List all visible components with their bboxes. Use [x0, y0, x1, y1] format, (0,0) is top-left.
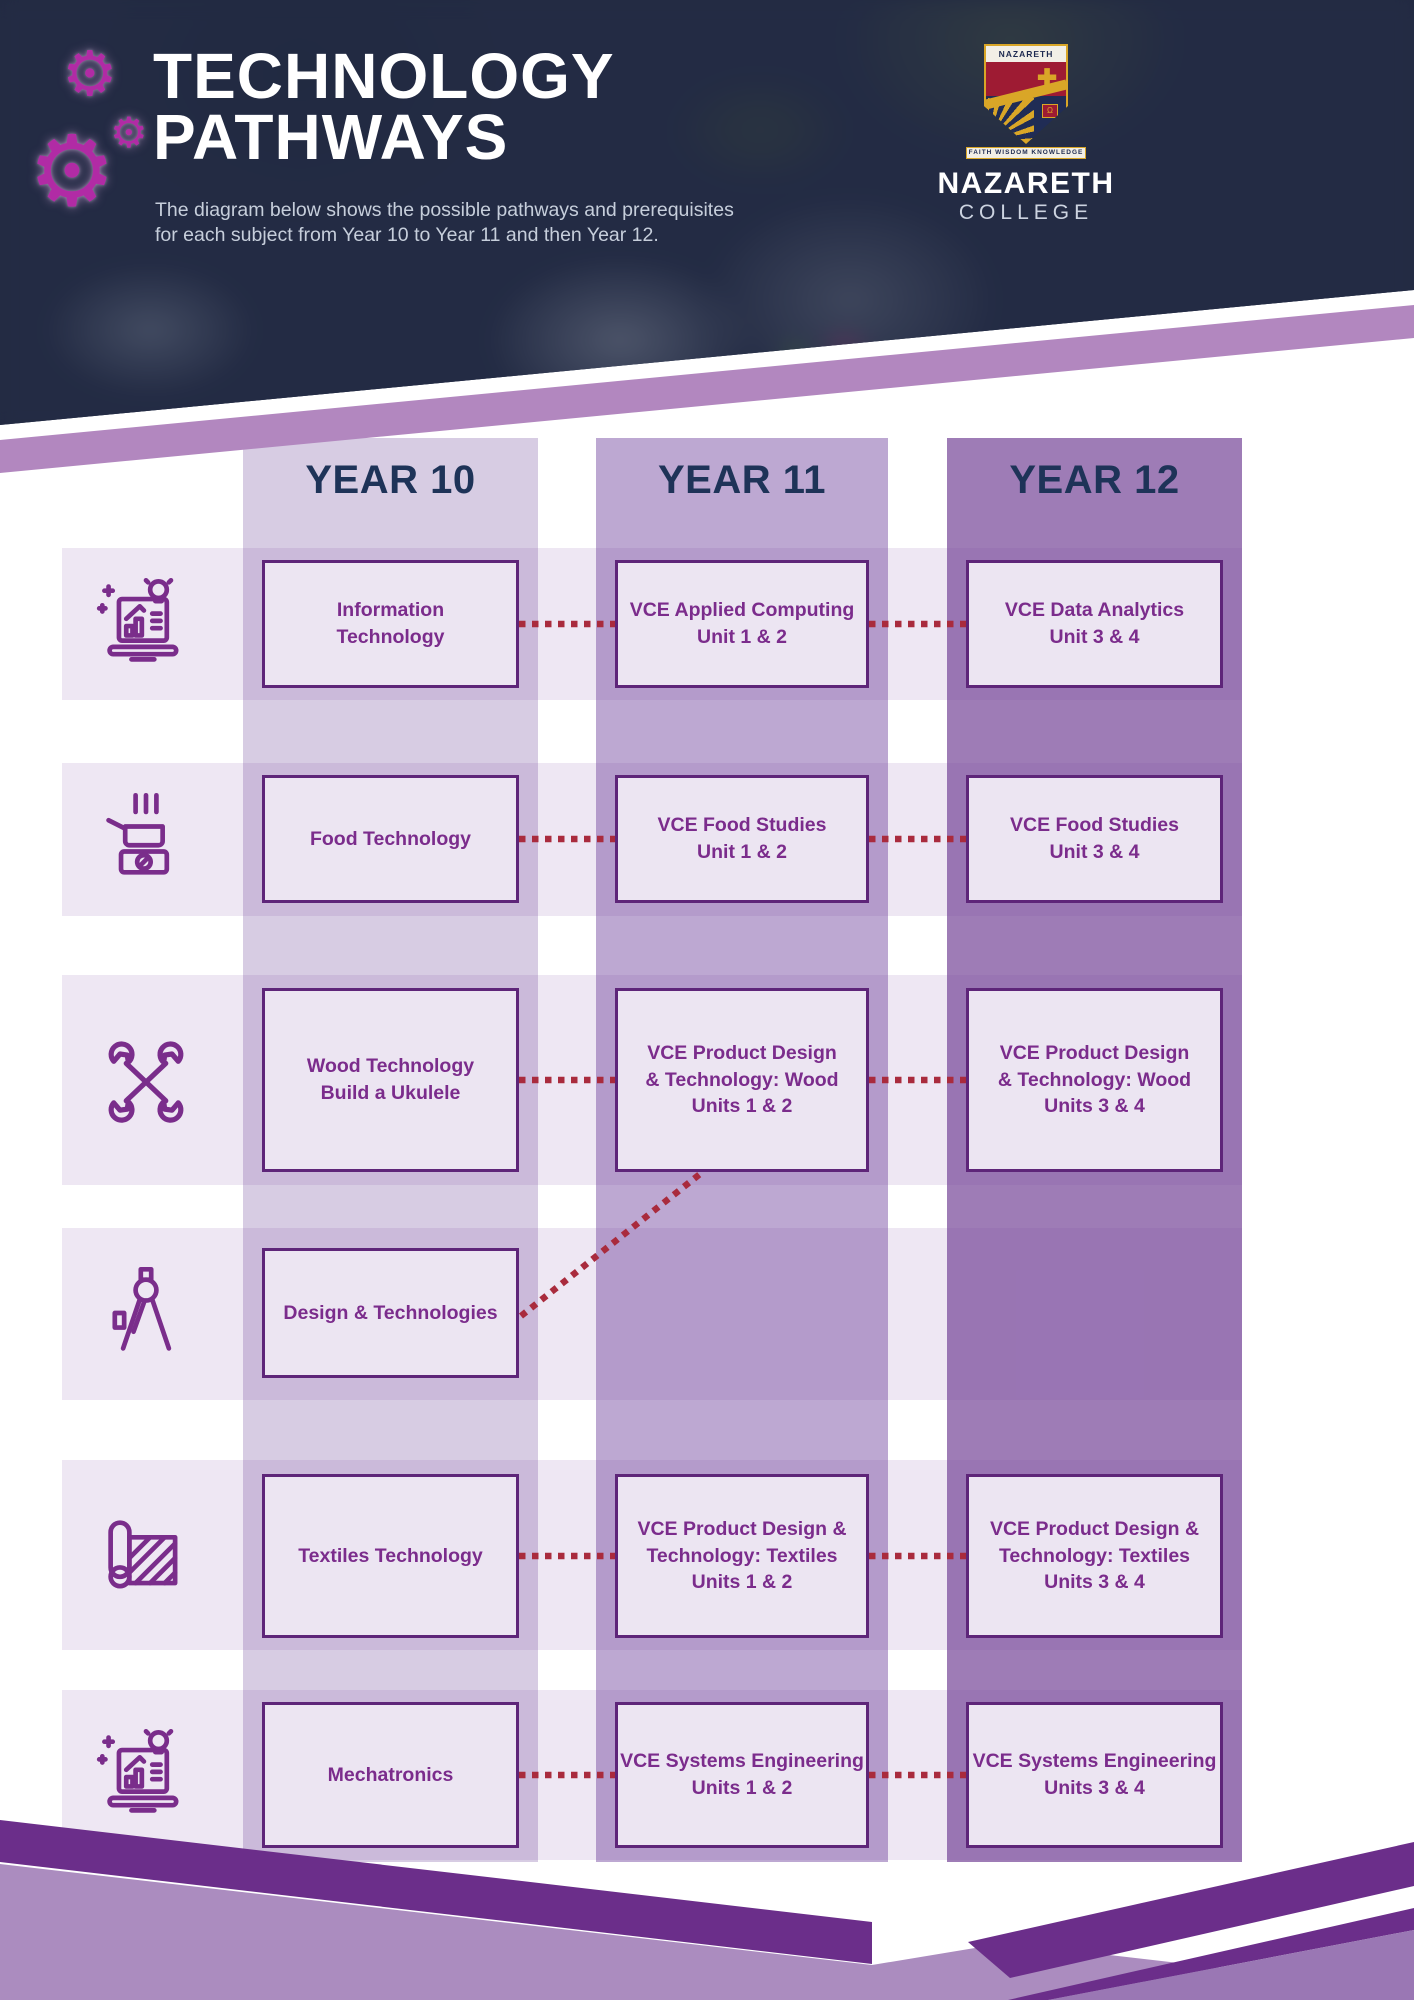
subject-box-line: Unit 1 & 2 [697, 841, 787, 863]
subject-box-line: VCE Product Design & [637, 1517, 847, 1540]
subject-box-line: Units 3 & 4 [1044, 1571, 1145, 1594]
subject-box-line: Unit 1 & 2 [697, 626, 787, 648]
subject-box-line: Wood Technology [306, 1055, 475, 1078]
college-subname: COLLEGE [958, 201, 1094, 224]
subject-box-line: & Technology: Wood [645, 1068, 839, 1091]
subject-box-row5-year12: VCE Product Design & Technology: Textiles… [966, 1474, 1223, 1638]
college-logo: NAZARETH ✚ Ω FAITH WISDOM KNOWLEDGE NAZA… [926, 44, 1126, 225]
college-name: NAZARETH [937, 167, 1115, 200]
column-header-year10: YEAR 10 [305, 458, 476, 502]
row-band-4 [62, 1228, 1242, 1400]
subject-box-line: Unit 3 & 4 [1049, 626, 1140, 648]
subject-box-line: VCE Product Design [999, 1041, 1190, 1064]
subject-box-row6-year10: Mechatronics [262, 1702, 519, 1848]
crest-title: NAZARETH [986, 46, 1066, 62]
laptop-analytics-icon [91, 1720, 201, 1830]
subject-box-row4-year10: Design & Technologies [262, 1248, 519, 1378]
subject-box-line: Mechatronics [327, 1763, 454, 1786]
subject-box-line: VCE Applied Computing [629, 599, 855, 622]
subject-box-line: VCE Systems Engineering [972, 1750, 1217, 1773]
crest-motto: FAITH WISDOM KNOWLEDGE [966, 147, 1086, 159]
page-title: TECHNOLOGY PATHWAYS [153, 40, 615, 174]
gear-icon: ⚙ [62, 40, 118, 109]
textile-rolls-icon [91, 1501, 201, 1611]
pathway-connector [518, 1171, 703, 1319]
subject-box-row2-year10: Food Technology [262, 775, 519, 903]
title-line-1: TECHNOLOGY [153, 40, 615, 112]
subtitle-line-2: for each subject from Year 10 to Year 11… [155, 224, 659, 247]
cooking-pot-icon [91, 784, 201, 894]
page-subtitle: The diagram below shows the possible pat… [155, 198, 734, 249]
subject-box-line: & Technology: Wood [997, 1068, 1192, 1091]
subject-box-line: Technology: Textiles [646, 1544, 838, 1567]
subject-box-line: Design & Technologies [283, 1301, 498, 1324]
gear-icon: ⚙ [28, 116, 116, 226]
drafting-compass-icon [91, 1258, 201, 1368]
subject-box-line: Unit 3 & 4 [1049, 841, 1140, 863]
subject-box-row5-year10: Textiles Technology [262, 1474, 519, 1638]
subtitle-line-1: The diagram below shows the possible pat… [155, 199, 734, 221]
title-line-2: PATHWAYS [153, 101, 509, 174]
column-header-year12: YEAR 12 [1009, 458, 1180, 502]
crest-lamp-icon: Ω [1042, 104, 1058, 118]
subject-box-line: Food Technology [309, 827, 472, 850]
subject-box-line: VCE Product Design & [989, 1517, 1200, 1540]
subject-box-line: VCE Systems Engineering [620, 1750, 864, 1773]
subject-box-line: VCE Data Analytics [1004, 599, 1185, 622]
subject-box-line: Units 1 & 2 [691, 1095, 793, 1118]
crossed-wrenches-icon [91, 1025, 201, 1135]
subject-box-line: Build a Ukulele [320, 1082, 461, 1104]
subject-box-line: Units 3 & 4 [1044, 1777, 1145, 1799]
subject-box-line: Technology [336, 626, 445, 648]
header-banner [0, 0, 1414, 425]
subject-box-row5-year11: VCE Product Design & Technology: Textiles… [615, 1474, 869, 1638]
subject-box-line: VCE Product Design [647, 1041, 837, 1064]
subject-box-line: Units 3 & 4 [1044, 1095, 1145, 1118]
column-header-year11: YEAR 11 [657, 458, 827, 502]
gear-icon: ⚙ [110, 109, 148, 156]
subject-box-line: VCE Food Studies [657, 814, 827, 837]
subject-box-line: Information [336, 599, 445, 622]
subject-box-line: VCE Food Studies [1009, 814, 1179, 837]
subject-box-line: Technology: Textiles [998, 1544, 1191, 1567]
subject-box-line: Units 1 & 2 [691, 1571, 793, 1594]
subject-box-line: Units 1 & 2 [691, 1777, 793, 1799]
laptop-analytics-icon [91, 569, 201, 679]
subject-box-line: Textiles Technology [298, 1544, 483, 1567]
